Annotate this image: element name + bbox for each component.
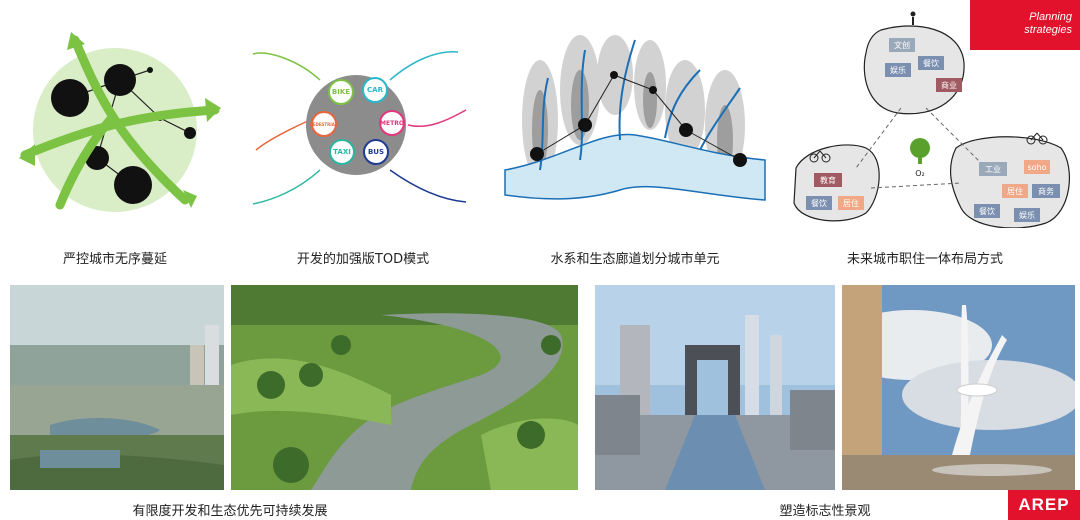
- tod-metro-label: METRO: [380, 120, 404, 127]
- badge-line1: Planning: [1029, 11, 1072, 23]
- jobs-housing-diagram: 文创 娱乐 餐饮 商业 教育 餐饮 居住 工业 soho 居住 商务 餐饮 娱乐…: [793, 11, 1070, 228]
- pedestrian-icon: [910, 11, 916, 25]
- sprawl-diagram: [19, 32, 221, 212]
- caption-water: 水系和生态廊道划分城市单元: [550, 252, 720, 267]
- right-tag-1: 工业: [985, 164, 1001, 174]
- tod-bus-label: BUS: [368, 148, 384, 156]
- photo-telecom-tower: [842, 285, 1075, 490]
- right-tag-4: 商务: [1038, 186, 1054, 196]
- caption-limited-development: 有限度开发和生态优先可持续发展: [132, 504, 328, 519]
- right-tag-3: 居住: [1007, 186, 1023, 196]
- right-tag-6: 娱乐: [1019, 210, 1035, 220]
- photo-futuristic-plaza: [595, 285, 835, 490]
- caption-landmark: 塑造标志性景观: [779, 504, 871, 519]
- left-tag-3: 居住: [843, 198, 859, 208]
- o2-label: O₂: [915, 169, 925, 178]
- tod-bike-label: BIKE: [332, 88, 350, 96]
- tod-taxi-label: TAXI: [333, 148, 351, 156]
- tod-car-label: CAR: [367, 86, 384, 94]
- left-tag-1: 教育: [820, 175, 836, 185]
- water-corridor-diagram: [504, 35, 766, 201]
- caption-sprawl: 严控城市无序蔓延: [62, 252, 167, 267]
- tree-icon: [910, 138, 930, 164]
- top-tag-3: 餐饮: [923, 58, 939, 68]
- bicycle-icon: [809, 132, 1048, 163]
- arep-logo: AREP: [1008, 490, 1080, 520]
- left-tag-2: 餐饮: [811, 198, 827, 208]
- top-tag-1: 文创: [894, 40, 910, 50]
- top-tag-2: 娱乐: [890, 65, 906, 75]
- tod-pedestrian-label: PEDESTRIAN: [310, 122, 338, 127]
- right-tag-2: soho: [1027, 163, 1046, 172]
- planning-strategies-badge: Planning strategies: [970, 0, 1080, 50]
- top-tag-4: 商业: [941, 80, 957, 90]
- photo-river-park: [231, 285, 578, 490]
- right-tag-5: 餐饮: [979, 206, 995, 216]
- photo-waterfront-city: [10, 285, 224, 490]
- tod-diagram: BIKE CAR PEDESTRIAN METRO TAXI BUS: [252, 51, 467, 205]
- badge-line2: strategies: [1024, 24, 1072, 36]
- caption-tod: 开发的加强版TOD模式: [296, 252, 430, 267]
- caption-jobs-housing: 未来城市职住一体布局方式: [846, 252, 1003, 267]
